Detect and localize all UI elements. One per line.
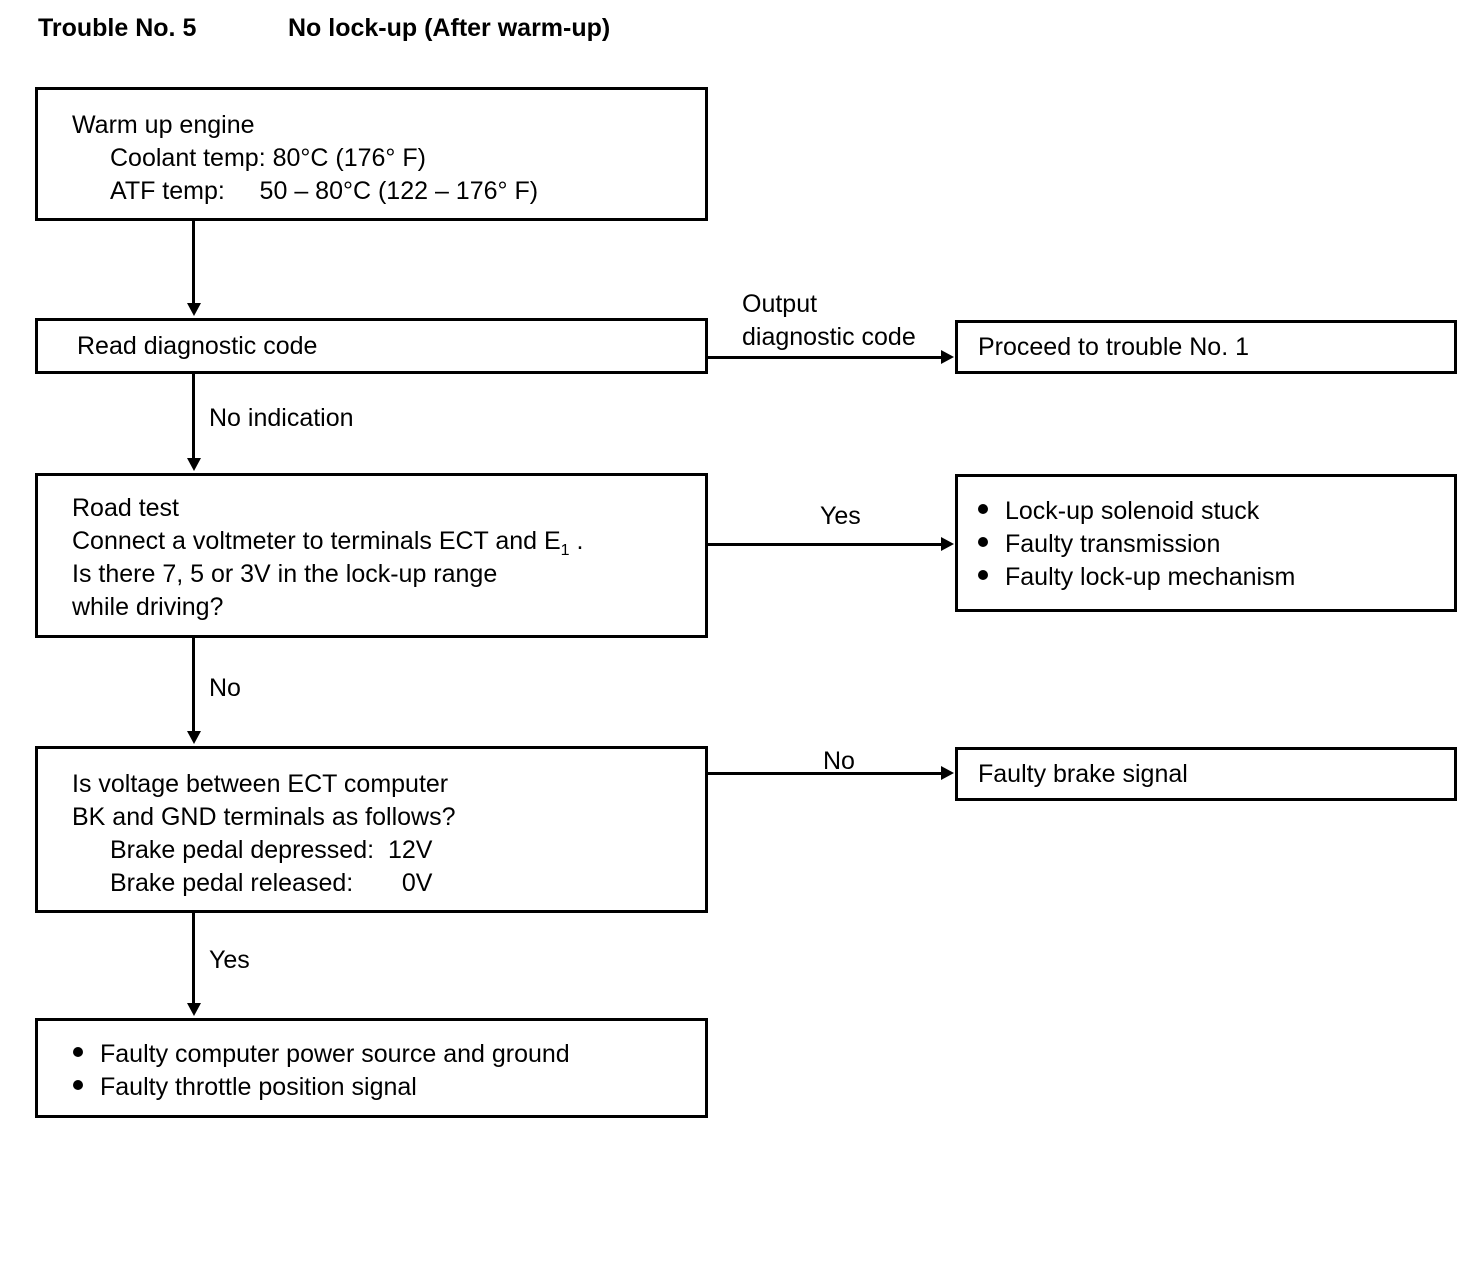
connector-brakevoltage-to-faultybrake	[708, 772, 941, 775]
connector-roadtest-to-brakevoltage	[192, 638, 195, 733]
final-causes-list: Faulty computer power source and ground …	[73, 1038, 570, 1104]
warm-up-line-2: Coolant temp: 80°C (176° F)	[110, 144, 426, 172]
edge-label-no-indication: No indication	[209, 404, 354, 432]
lockup-cause-label: Faulty lock-up mechanism	[1005, 563, 1296, 591]
brake-voltage-line-1: Is voltage between ECT computer	[72, 770, 449, 798]
warm-up-line-3: ATF temp: 50 – 80°C (122 – 176° F)	[110, 177, 539, 205]
brake-voltage-line-2: BK and GND terminals as follows?	[72, 803, 456, 831]
arrowhead-roadtest-to-brakevoltage	[187, 731, 201, 744]
connector-roadtest-to-lockup-causes	[708, 543, 941, 546]
edge-label-yes-roadtest: Yes	[820, 502, 861, 530]
edge-label-yes-brakevoltage: Yes	[209, 946, 250, 974]
node-road-test: Road test Connect a voltmeter to termina…	[35, 473, 708, 638]
connector-readcode-to-trouble1	[708, 356, 941, 359]
node-final-causes: Faulty computer power source and ground …	[35, 1018, 708, 1118]
node-proceed-to-trouble-1: Proceed to trouble No. 1	[955, 320, 1457, 374]
road-test-line-3: Is there 7, 5 or 3V in the lock-up range	[72, 560, 498, 588]
road-test-line-4: while driving?	[72, 593, 224, 621]
list-item: Faulty lock-up mechanism	[978, 561, 1295, 594]
connector-readcode-to-roadtest	[192, 374, 195, 460]
road-test-terminal-subscript: 1	[560, 542, 570, 559]
brake-voltage-line-4: Brake pedal released: 0V	[110, 869, 433, 897]
bullet-dot-icon	[73, 1080, 83, 1090]
connector-warmup-to-readcode	[192, 221, 195, 305]
arrowhead-roadtest-to-lockup-causes	[941, 537, 954, 551]
road-test-line-2-text: Connect a voltmeter to terminals ECT and…	[72, 527, 561, 555]
bullet-dot-icon	[978, 504, 988, 514]
read-code-line-1: Read diagnostic code	[77, 332, 318, 360]
road-test-line-2: Connect a voltmeter to terminals ECT and…	[72, 525, 583, 567]
node-brake-voltage-check: Is voltage between ECT computer BK and G…	[35, 746, 708, 913]
list-item: Faulty transmission	[978, 528, 1295, 561]
bullet-dot-icon	[978, 537, 988, 547]
page-title-trouble-number: Trouble No. 5	[38, 14, 197, 42]
node-read-diagnostic-code: Read diagnostic code	[35, 318, 708, 374]
arrowhead-brakevoltage-to-finalcauses	[187, 1003, 201, 1016]
road-test-line-1: Road test	[72, 494, 180, 522]
lockup-cause-label: Faulty transmission	[1005, 530, 1221, 558]
edge-label-no-brakevoltage: No	[823, 747, 855, 775]
road-test-line-2-tail: .	[569, 527, 584, 555]
list-item: Lock-up solenoid stuck	[978, 495, 1295, 528]
list-item: Faulty computer power source and ground	[73, 1038, 570, 1071]
warm-up-line-1: Warm up engine	[72, 111, 255, 139]
final-cause-label: Faulty computer power source and ground	[100, 1040, 570, 1068]
list-item: Faulty throttle position signal	[73, 1071, 570, 1104]
lockup-cause-label: Lock-up solenoid stuck	[1005, 497, 1260, 525]
page-title-description: No lock-up (After warm-up)	[288, 14, 611, 42]
brake-voltage-line-3: Brake pedal depressed: 12V	[110, 836, 433, 864]
faulty-brake-signal-line-1: Faulty brake signal	[978, 760, 1188, 788]
connector-brakevoltage-to-finalcauses	[192, 913, 195, 1005]
lockup-causes-list: Lock-up solenoid stuck Faulty transmissi…	[978, 495, 1295, 594]
bullet-dot-icon	[978, 570, 988, 580]
arrowhead-brakevoltage-to-faultybrake	[941, 766, 954, 780]
bullet-dot-icon	[73, 1047, 83, 1057]
arrowhead-warmup-to-readcode	[187, 303, 201, 316]
proceed-trouble-1-line-1: Proceed to trouble No. 1	[978, 333, 1249, 361]
edge-label-no-roadtest: No	[209, 674, 241, 702]
node-faulty-brake-signal: Faulty brake signal	[955, 747, 1457, 801]
arrowhead-readcode-to-roadtest	[187, 458, 201, 471]
edge-label-output-diagnostic-code-line1: Output	[742, 290, 818, 318]
final-cause-label: Faulty throttle position signal	[100, 1073, 417, 1101]
arrowhead-readcode-to-trouble1	[941, 350, 954, 364]
node-warm-up-engine: Warm up engine Coolant temp: 80°C (176° …	[35, 87, 708, 221]
node-lockup-causes: Lock-up solenoid stuck Faulty transmissi…	[955, 474, 1457, 612]
edge-label-output-diagnostic-code-line2: diagnostic code	[742, 323, 916, 351]
